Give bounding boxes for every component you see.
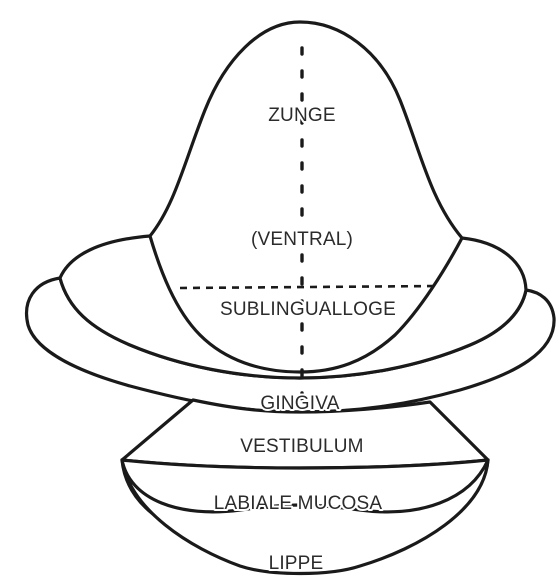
label-zunge: ZUNGE	[268, 105, 336, 126]
label-lippe: LIPPE	[269, 553, 324, 574]
label-sublingualloge: SUBLINGUALLOGE	[220, 299, 396, 320]
label-gingiva: GINGIVA	[260, 393, 339, 414]
label-vestibulum: VESTIBULUM	[240, 436, 363, 457]
label-labiale-mucosa: LABIALE MUCOSA	[214, 493, 383, 514]
label-ventral: (VENTRAL)	[251, 229, 353, 250]
